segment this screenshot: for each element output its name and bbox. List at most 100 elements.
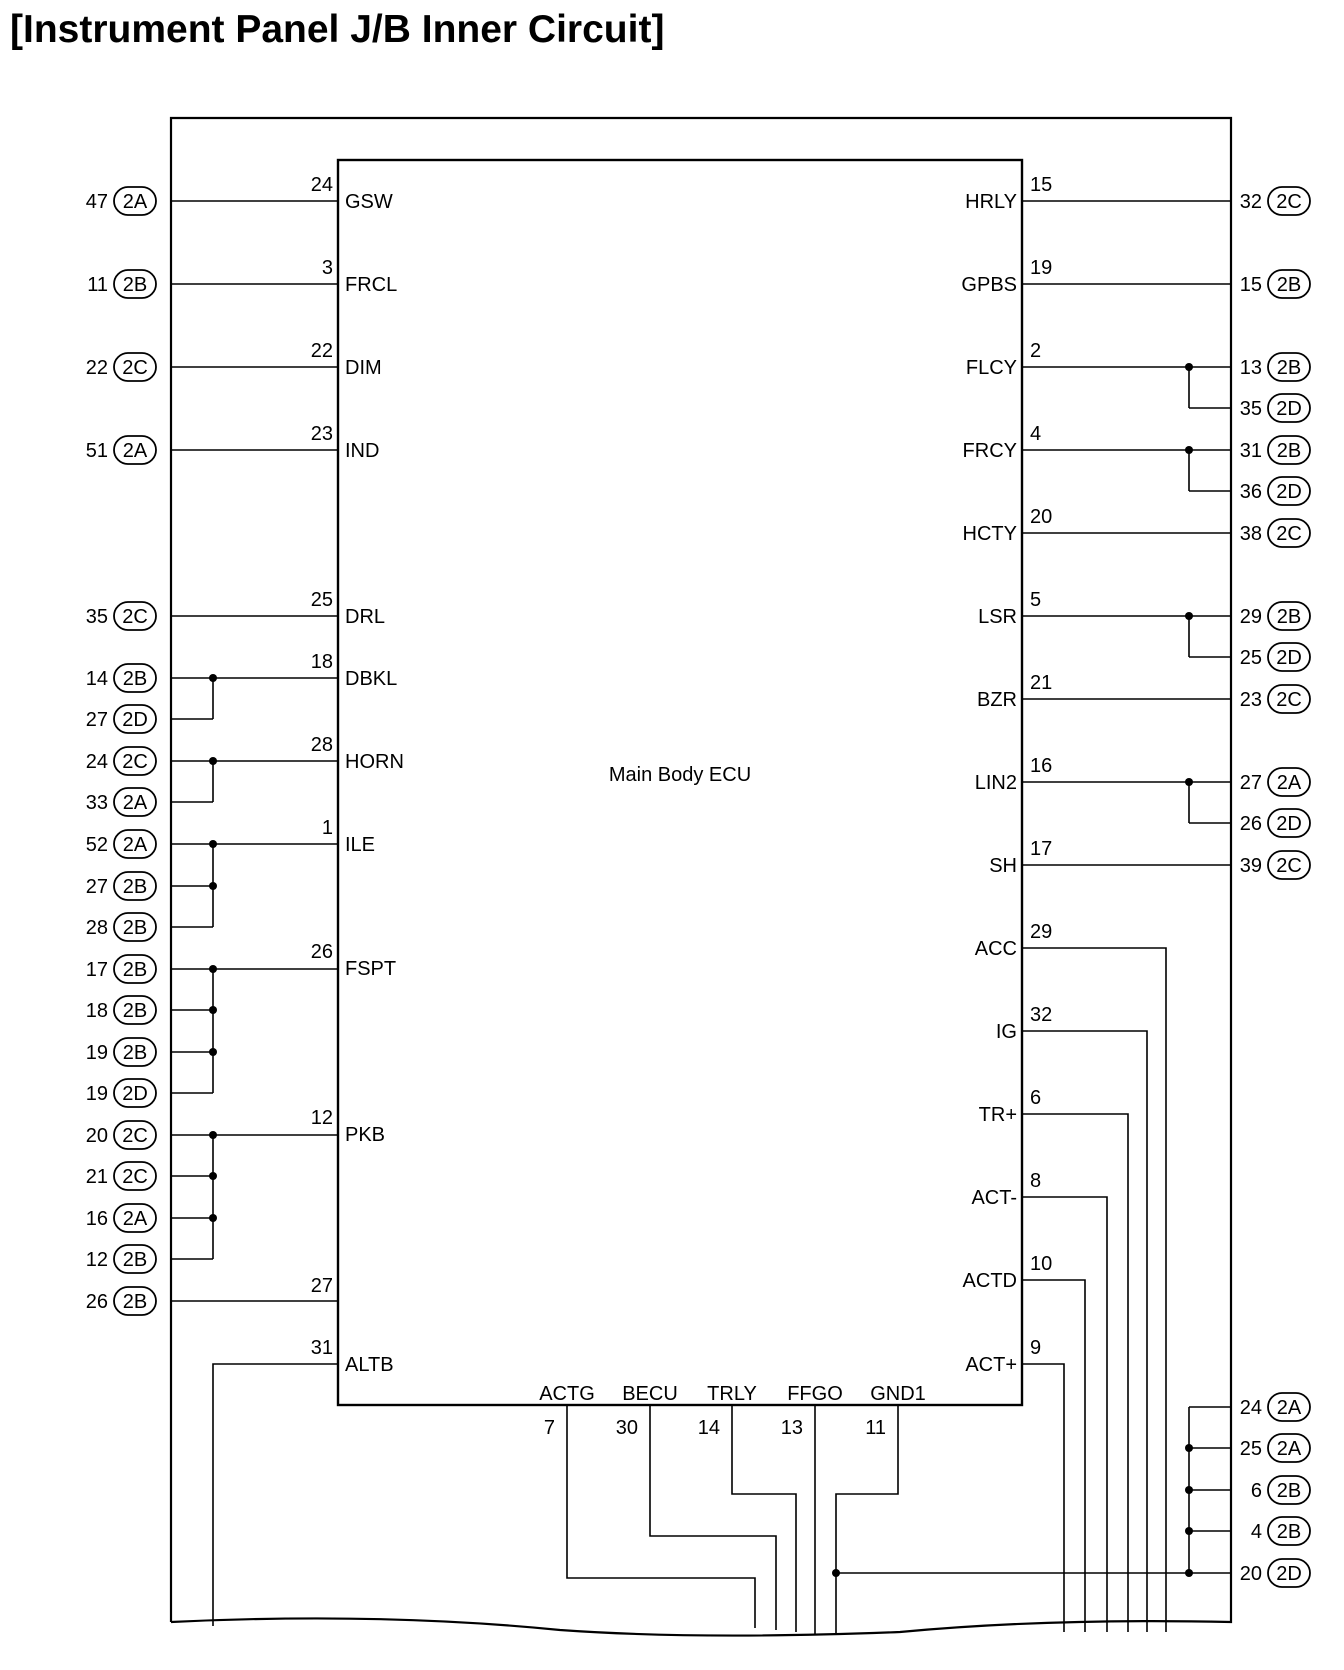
signal-name: LSR — [978, 606, 1017, 628]
connector-id: 2A — [123, 792, 148, 814]
signal-name: IG — [996, 1021, 1017, 1043]
pin-number: 31 — [311, 1337, 333, 1359]
connector-id: 2B — [123, 1000, 147, 1022]
signal-name: SH — [989, 855, 1017, 877]
connector-id: 2B — [123, 668, 147, 690]
connector-pill — [1267, 269, 1311, 299]
connector-pill — [1267, 186, 1311, 216]
signal-name: DIM — [345, 357, 382, 379]
signal-name: HRLY — [965, 191, 1017, 213]
connector-pin-number: 51 — [86, 440, 108, 462]
connector-id: 2A — [1277, 1438, 1302, 1460]
connector-pin-number: 22 — [86, 357, 108, 379]
signal-name: HORN — [345, 751, 404, 773]
signal-name: DRL — [345, 606, 385, 628]
connector-id: 2B — [123, 959, 147, 981]
wire-gnd1 — [835, 1405, 899, 1634]
connector-pin-number: 20 — [86, 1125, 108, 1147]
pin-number: 7 — [544, 1417, 555, 1439]
connector-pin-number: 47 — [86, 191, 108, 213]
connector-pin-number: 36 — [1240, 481, 1262, 503]
junction-dot — [1185, 363, 1193, 371]
power-drop-wire — [1022, 1113, 1129, 1632]
connector-pill — [113, 1286, 157, 1316]
signal-name: DBKL — [345, 668, 397, 690]
wire-becu — [649, 1405, 777, 1630]
connector-pin-number: 26 — [86, 1291, 108, 1313]
signal-name: FRCY — [963, 440, 1017, 462]
connector-pin-number: 25 — [1240, 1438, 1262, 1460]
connector-id: 2C — [1276, 191, 1302, 213]
signal-name: ILE — [345, 834, 375, 856]
diagram-title: [Instrument Panel J/B Inner Circuit] — [10, 8, 665, 51]
connector-pin-number: 52 — [86, 834, 108, 856]
connector-id: 2B — [123, 1042, 147, 1064]
junction-dot — [209, 882, 217, 890]
connector-pill — [1267, 1475, 1311, 1505]
junction-dot — [209, 1214, 217, 1222]
junction-dot — [1185, 778, 1193, 786]
pin-number: 15 — [1030, 174, 1052, 196]
connector-pill — [1267, 1558, 1311, 1588]
connector-pill — [1267, 767, 1311, 797]
connector-id: 2D — [1276, 398, 1302, 420]
junction-dot — [1185, 1527, 1193, 1535]
connector-pill — [1267, 476, 1311, 506]
pin-number: 32 — [1030, 1004, 1052, 1026]
connector-pin-number: 19 — [86, 1083, 108, 1105]
connector-pin-number: 28 — [86, 917, 108, 939]
connector-pill — [1267, 1516, 1311, 1546]
connector-pin-number: 39 — [1240, 855, 1262, 877]
connector-pin-number: 21 — [86, 1166, 108, 1188]
connector-pill — [1267, 684, 1311, 714]
connector-pill — [113, 1244, 157, 1274]
pin-number: 27 — [311, 1275, 333, 1297]
connector-id: 2A — [123, 440, 148, 462]
junction-dot — [209, 1048, 217, 1056]
connector-pin-number: 35 — [86, 606, 108, 628]
signal-name: ACT+ — [965, 1354, 1017, 1376]
signal-name: GND1 — [870, 1383, 926, 1405]
connector-pin-number: 18 — [86, 1000, 108, 1022]
connector-pin-number: 23 — [1240, 689, 1262, 711]
power-drop-wire — [1022, 1279, 1086, 1632]
signal-name: GSW — [345, 191, 393, 213]
signal-name: ACTG — [539, 1383, 595, 1405]
connector-pill — [1267, 601, 1311, 631]
connector-id: 2A — [1277, 1397, 1302, 1419]
connector-id: 2C — [122, 1125, 148, 1147]
connector-pin-number: 27 — [86, 876, 108, 898]
connector-ref: 2A 25 — [1240, 1433, 1311, 1463]
connector-pill — [113, 954, 157, 984]
pin-number: 26 — [311, 941, 333, 963]
connector-pill — [113, 995, 157, 1025]
junction-dot — [209, 757, 217, 765]
junction-dot — [1185, 446, 1193, 454]
signal-name: BECU — [622, 1383, 678, 1405]
junction-dot — [209, 840, 217, 848]
connector-pill — [113, 1203, 157, 1233]
signal-name: GPBS — [961, 274, 1017, 296]
junction-dot — [209, 965, 217, 973]
signal-name: IND — [345, 440, 379, 462]
connector-pin-number: 6 — [1251, 1480, 1262, 1502]
connector-ref: 2B4 — [1251, 1516, 1311, 1546]
connector-id: 2D — [122, 709, 148, 731]
connector-id: 2B — [123, 876, 147, 898]
pin-number: 13 — [781, 1417, 803, 1439]
connector-pill — [1267, 808, 1311, 838]
connector-id: 2C — [122, 357, 148, 379]
